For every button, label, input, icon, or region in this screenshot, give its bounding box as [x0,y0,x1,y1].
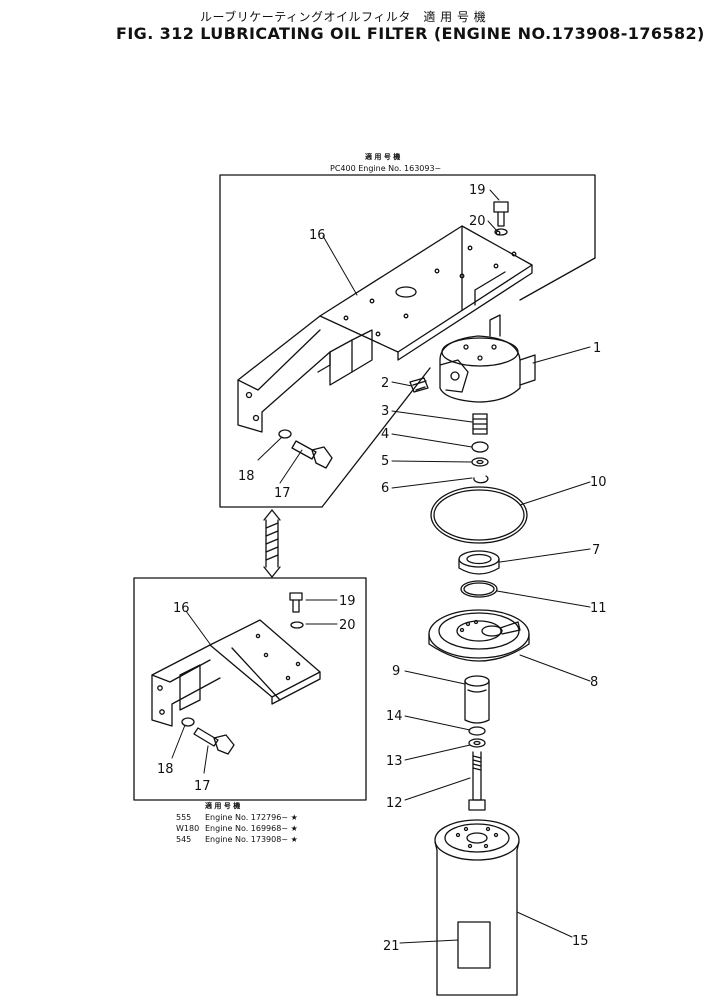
callout-21: 21 [383,939,400,954]
o-ring-11 [460,580,498,598]
callout-upper-18: 18 [238,469,255,484]
washer-20-lower [290,621,304,629]
snap-ring-6 [473,475,489,484]
callout-3: 3 [381,404,389,419]
bracket-lower [151,619,321,727]
washer-5 [471,457,489,467]
bracket-upper [237,225,533,433]
bolt-19-lower [289,592,303,613]
figure-title: FIG. 312 LUBRICATING OIL FILTER (ENGINE … [116,24,705,43]
upper-box-leader-line-right [519,257,596,301]
lower-note-model-3: 545 [176,835,191,844]
callout-9: 9 [392,664,400,679]
callout-upper-16: 16 [309,228,326,243]
bolt-17-upper [291,440,333,469]
callout-15: 15 [572,934,589,949]
bolt-17-lower [193,727,235,755]
center-bolt-12 [468,751,486,811]
callout-4: 4 [381,427,389,442]
bolt-19-upper [493,201,509,227]
valve-4 [471,441,489,453]
title-japanese: ルーブリケーティングオイルフィルタ 適 用 号 機 [200,10,487,24]
callout-upper-20: 20 [469,214,486,229]
callout-2: 2 [381,376,389,391]
double-arrow [263,509,281,578]
gasket-10 [430,486,528,544]
lower-note-heading: 適 用 号 機 [205,801,240,810]
cover-8 [428,609,530,662]
callout-12: 12 [386,796,403,811]
plug-2 [409,377,429,393]
callout-lower-20: 20 [339,618,356,633]
callout-upper-19: 19 [469,183,486,198]
washer-18-upper [278,429,292,439]
leader-lines [171,189,591,944]
callout-lower-18: 18 [157,762,174,777]
lower-note-model-1: 555 [176,813,191,822]
callout-13: 13 [386,754,403,769]
washer-14 [468,726,486,736]
callout-lower-19: 19 [339,594,356,609]
washer-13 [468,738,486,748]
filter-head [439,314,536,403]
spring-3 [472,413,488,435]
lower-note-text-1: Engine No. 172796~ ★ [205,813,298,822]
label-21 [457,921,491,969]
callout-5: 5 [381,454,389,469]
center-tube-9 [464,675,490,724]
upper-note-line: PC400 Engine No. 163093~ [330,164,441,173]
callout-14: 14 [386,709,403,724]
callout-lower-17: 17 [194,779,211,794]
callout-10: 10 [590,475,607,490]
upper-note-heading: 適 用 号 機 [365,152,400,161]
washer-20-upper [494,228,508,236]
seal-7 [458,550,500,575]
callout-8: 8 [590,675,598,690]
callout-lower-16: 16 [173,601,190,616]
lower-note-text-2: Engine No. 169968~ ★ [205,824,298,833]
lower-box-frame [133,577,367,801]
callout-11: 11 [590,601,607,616]
upper-box-frame [219,174,596,508]
washer-18-lower [181,717,195,727]
lower-note-text-3: Engine No. 173908~ ★ [205,835,298,844]
callout-6: 6 [381,481,389,496]
cartridge-15 [434,819,520,996]
upper-box-leader-line [321,367,431,508]
callout-1: 1 [593,341,601,356]
callout-7: 7 [592,543,600,558]
callout-upper-17: 17 [274,486,291,501]
lower-note-model-2: W180 [176,824,199,833]
